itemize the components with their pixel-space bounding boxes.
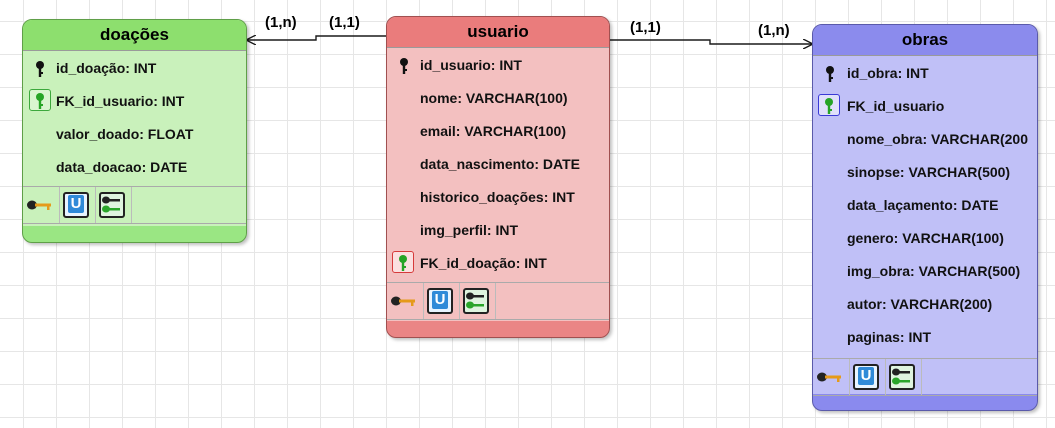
field-label: img_obra: VARCHAR(500) bbox=[847, 263, 1021, 279]
field-row[interactable]: nome_obra: VARCHAR(200 bbox=[813, 123, 1037, 156]
field-row[interactable]: data_laçamento: DATE bbox=[813, 189, 1037, 222]
field-row[interactable]: id_doação: INT bbox=[23, 52, 246, 85]
field-row[interactable]: sinopse: VARCHAR(500) bbox=[813, 156, 1037, 189]
field-label: img_perfil: INT bbox=[420, 222, 519, 238]
field-label: nome: VARCHAR(100) bbox=[420, 90, 568, 106]
cardinality-label: (1,1) bbox=[329, 14, 360, 31]
key-icon bbox=[391, 296, 415, 306]
entity-title[interactable]: usuario bbox=[387, 17, 609, 48]
entity-toolbar: U bbox=[813, 358, 1037, 396]
entity-usuario[interactable]: usuario id_usuario: INT nome: VARCHAR(10… bbox=[386, 16, 610, 338]
field-label: historico_doações: INT bbox=[420, 189, 575, 205]
field-label: data_nascimento: DATE bbox=[420, 156, 580, 172]
toolbar-foreign-keys-button[interactable] bbox=[459, 283, 496, 319]
connector-usuario-doacoes[interactable] bbox=[247, 36, 386, 40]
toolbar-unique-button[interactable]: U bbox=[59, 187, 96, 223]
field-label: FK_id_doação: INT bbox=[420, 255, 547, 271]
field-label: FK_id_usuario: INT bbox=[56, 93, 185, 109]
foreign-keys-icon bbox=[889, 364, 915, 390]
field-row[interactable]: img_perfil: INT bbox=[387, 214, 609, 247]
foreign-key-icon bbox=[29, 89, 51, 111]
field-row[interactable]: FK_id_usuario bbox=[813, 90, 1037, 123]
field-row[interactable]: paginas: INT bbox=[813, 321, 1037, 354]
entity-title[interactable]: doações bbox=[23, 20, 246, 51]
field-label: nome_obra: VARCHAR(200 bbox=[847, 131, 1028, 147]
entity-toolbar: U bbox=[23, 186, 246, 224]
field-row[interactable]: genero: VARCHAR(100) bbox=[813, 222, 1037, 255]
foreign-key-icon bbox=[818, 94, 840, 116]
cardinality-label: (1,n) bbox=[758, 22, 790, 39]
foreign-key-icon bbox=[392, 251, 414, 273]
field-row[interactable]: id_usuario: INT bbox=[387, 49, 609, 82]
field-row[interactable]: FK_id_usuario: INT bbox=[23, 85, 246, 118]
field-row[interactable]: data_nascimento: DATE bbox=[387, 148, 609, 181]
toolbar-key-button[interactable] bbox=[23, 187, 60, 223]
cardinality-label: (1,n) bbox=[265, 14, 297, 31]
connector-usuario-obras[interactable] bbox=[610, 40, 812, 44]
field-row[interactable]: FK_id_doação: INT bbox=[387, 247, 609, 280]
entity-title[interactable]: obras bbox=[813, 25, 1037, 56]
field-row[interactable]: data_doacao: DATE bbox=[23, 151, 246, 184]
field-row[interactable]: autor: VARCHAR(200) bbox=[813, 288, 1037, 321]
key-icon bbox=[826, 66, 834, 82]
field-row[interactable]: img_obra: VARCHAR(500) bbox=[813, 255, 1037, 288]
entity-toolbar: U bbox=[387, 282, 609, 320]
field-row[interactable]: nome: VARCHAR(100) bbox=[387, 82, 609, 115]
field-label: valor_doado: FLOAT bbox=[56, 126, 194, 142]
field-label: paginas: INT bbox=[847, 329, 932, 345]
field-row[interactable]: email: VARCHAR(100) bbox=[387, 115, 609, 148]
toolbar-foreign-keys-button[interactable] bbox=[95, 187, 132, 223]
toolbar-key-button[interactable] bbox=[387, 283, 424, 319]
unique-icon: U bbox=[853, 364, 879, 390]
key-icon bbox=[817, 372, 841, 382]
field-row[interactable]: id_obra: INT bbox=[813, 57, 1037, 90]
toolbar-foreign-keys-button[interactable] bbox=[885, 359, 922, 395]
field-label: sinopse: VARCHAR(500) bbox=[847, 164, 1011, 180]
toolbar-unique-button[interactable]: U bbox=[423, 283, 460, 319]
field-label: genero: VARCHAR(100) bbox=[847, 230, 1004, 246]
key-icon bbox=[36, 61, 44, 77]
entity-obras[interactable]: obras id_obra: INT FK_id_usuario nome_ob… bbox=[812, 24, 1038, 411]
field-row[interactable]: valor_doado: FLOAT bbox=[23, 118, 246, 151]
field-row[interactable]: historico_doações: INT bbox=[387, 181, 609, 214]
field-label: email: VARCHAR(100) bbox=[420, 123, 566, 139]
field-label: id_usuario: INT bbox=[420, 57, 522, 73]
foreign-keys-icon bbox=[463, 288, 489, 314]
field-label: autor: VARCHAR(200) bbox=[847, 296, 993, 312]
field-label: id_obra: INT bbox=[847, 65, 929, 81]
toolbar-unique-button[interactable]: U bbox=[849, 359, 886, 395]
field-label: data_doacao: DATE bbox=[56, 159, 188, 175]
field-label: data_laçamento: DATE bbox=[847, 197, 999, 213]
toolbar-key-button[interactable] bbox=[813, 359, 850, 395]
field-label: id_doação: INT bbox=[56, 60, 157, 76]
entity-doacoes[interactable]: doações id_doação: INT FK_id_usuario: IN… bbox=[22, 19, 247, 243]
cardinality-label: (1,1) bbox=[630, 19, 661, 36]
unique-icon: U bbox=[427, 288, 453, 314]
key-icon bbox=[400, 58, 408, 74]
field-label: FK_id_usuario bbox=[847, 98, 945, 114]
unique-icon: U bbox=[63, 192, 89, 218]
foreign-keys-icon bbox=[99, 192, 125, 218]
key-icon bbox=[27, 200, 51, 210]
